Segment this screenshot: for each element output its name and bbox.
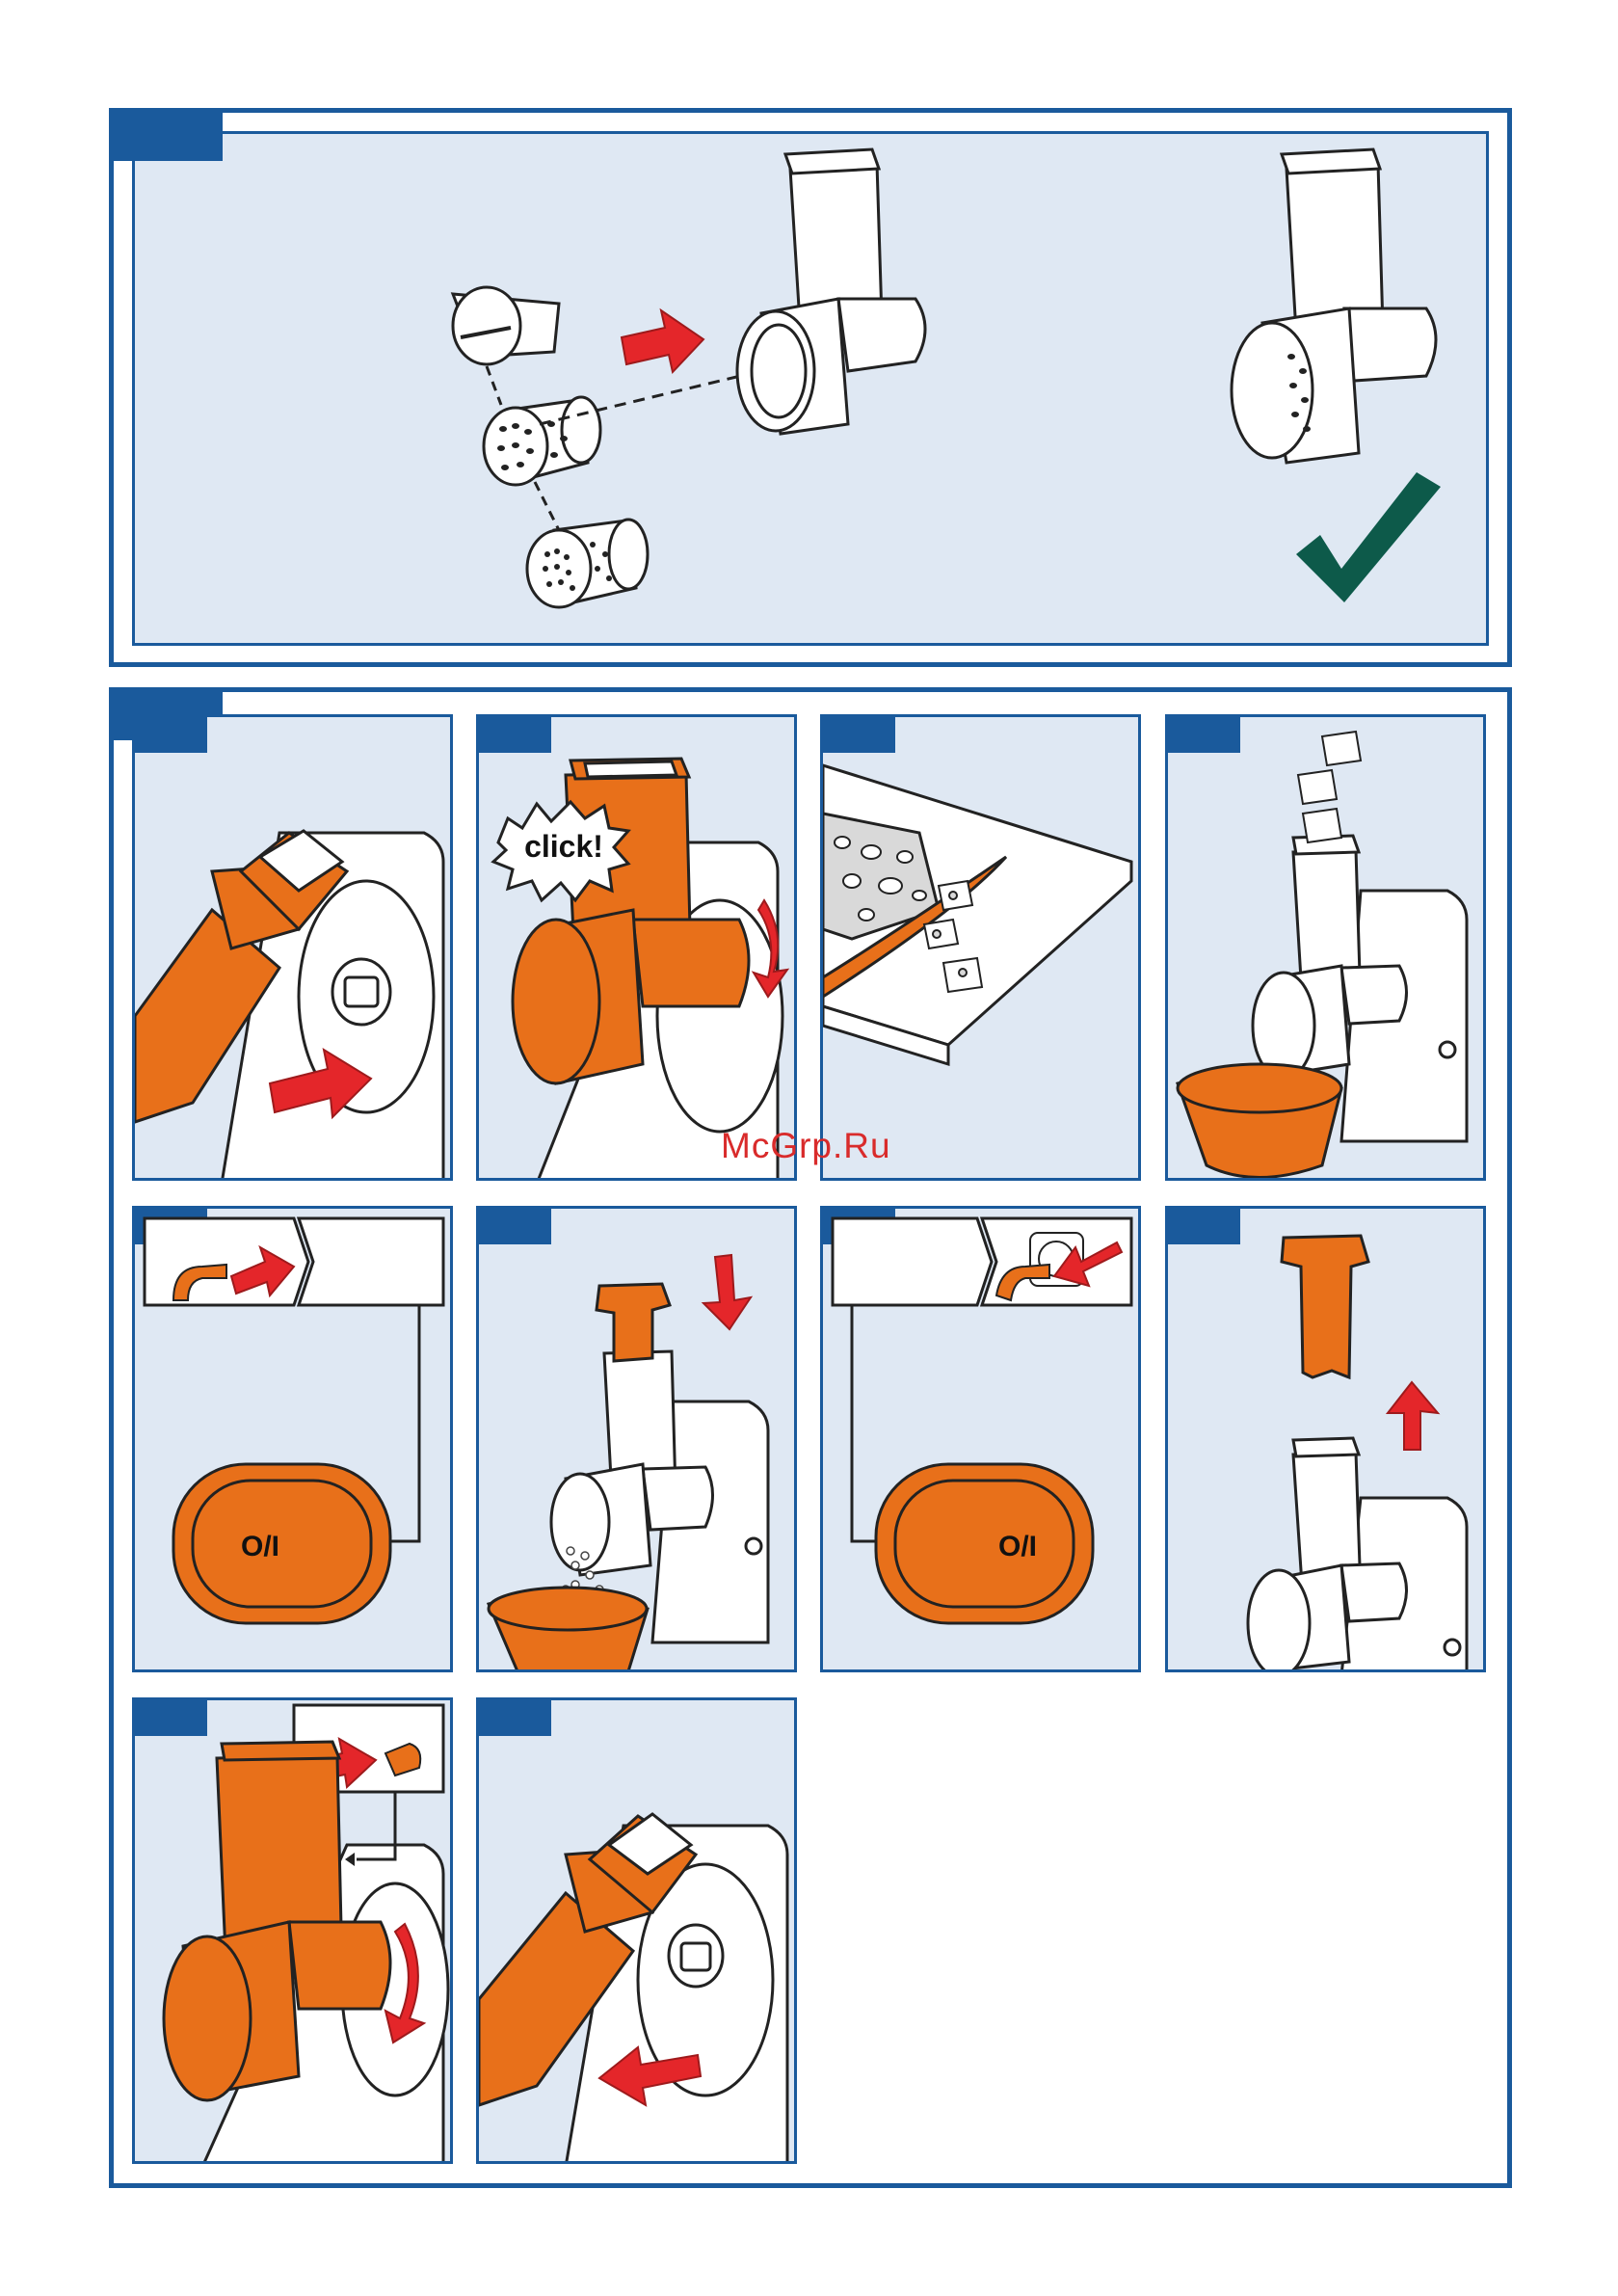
step-panel-9	[132, 1697, 453, 2164]
step-panel-2: click!	[476, 714, 797, 1181]
step-panel-8	[1165, 1206, 1486, 1672]
step-panel-6	[476, 1206, 797, 1672]
down-arrow-icon	[703, 1255, 751, 1329]
step-panel-10	[476, 1697, 797, 2164]
grater-housing-empty-icon	[737, 149, 925, 434]
dashed-guide-line	[487, 366, 501, 405]
drive-socket-icon	[332, 959, 390, 1025]
slicing-drum-icon	[453, 287, 559, 364]
cheese-cube-icon	[1298, 732, 1361, 842]
grater-housing-assembled-icon	[1232, 149, 1436, 463]
insert-arrow-icon	[622, 310, 703, 372]
step-panel-1	[132, 714, 453, 1181]
bowl-icon	[1178, 1064, 1341, 1178]
assembly-illustration	[0, 0, 1618, 675]
click-label: click!	[524, 829, 603, 864]
power-switch-icon	[173, 1464, 390, 1623]
power-switch-icon	[876, 1464, 1093, 1623]
switch-label: O/I	[998, 1531, 1037, 1562]
fine-drum-icon	[527, 520, 648, 607]
step-panel-7: O/I	[820, 1206, 1141, 1672]
watermark-text: McGrp.Ru	[721, 1126, 891, 1166]
drive-socket-icon	[669, 1925, 723, 1987]
switch-label: O/I	[241, 1531, 279, 1562]
step-panel-3	[820, 714, 1141, 1181]
bowl-icon	[489, 1588, 648, 1672]
step-panel-5: O/I	[132, 1206, 453, 1672]
coarse-drum-icon	[484, 397, 600, 485]
pusher-icon	[1282, 1236, 1368, 1377]
step-panel-4	[1165, 714, 1486, 1181]
up-arrow-icon	[1388, 1382, 1438, 1450]
dashed-guide-line	[535, 482, 559, 530]
checkmark-icon	[1296, 472, 1441, 602]
pusher-icon	[597, 1284, 670, 1361]
